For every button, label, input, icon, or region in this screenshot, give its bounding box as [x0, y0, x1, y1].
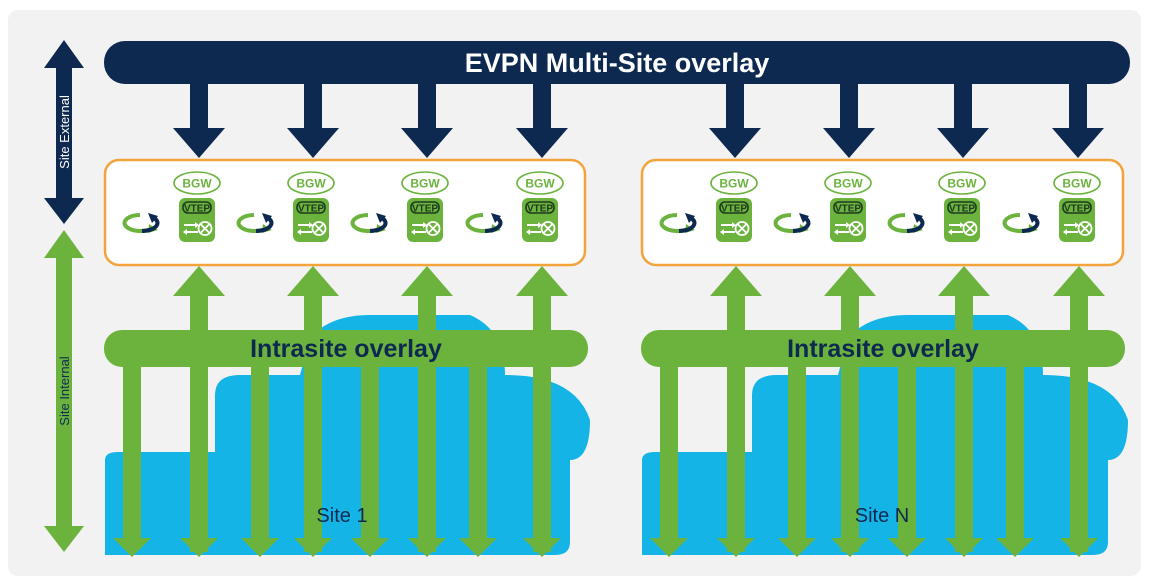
- green-down-arrow: [996, 345, 1034, 557]
- green-down-arrow: [351, 345, 389, 557]
- site-n-intrasite-bar: [641, 330, 1125, 367]
- site-1-intrasite-label: Intrasite overlay: [250, 335, 442, 363]
- overlay-down-arrows: [173, 82, 1104, 158]
- site-1-label: Site 1: [316, 505, 367, 527]
- bgw-label: BGW: [719, 177, 749, 191]
- bgw-label: BGW: [833, 177, 863, 191]
- border-gateway: BGW VTEP: [1002, 171, 1101, 243]
- bgw-badge: [1053, 171, 1101, 195]
- overlay-down-arrow: [937, 82, 989, 158]
- green-down-arrow: [888, 345, 926, 557]
- overlay-down-arrow: [823, 82, 875, 158]
- bgw-badge: [287, 171, 335, 195]
- vtep-label: VTEP: [412, 204, 438, 215]
- intrasite-arrows: [113, 266, 1105, 557]
- evpn-overlay-title: EVPN Multi-Site overlay: [465, 48, 770, 78]
- vtep-label: VTEP: [1064, 204, 1090, 215]
- overlay-down-arrow: [709, 82, 761, 158]
- bgw-label: BGW: [182, 177, 212, 191]
- vtep-label: VTEP: [184, 204, 210, 215]
- border-gateway: BGW VTEP: [350, 171, 449, 243]
- bgw-badge: [173, 171, 221, 195]
- site-n-label: Site N: [855, 505, 909, 527]
- site-external-label: Site External: [57, 95, 72, 169]
- evpn-overlay-bar: [104, 41, 1130, 84]
- green-down-arrow: [241, 345, 279, 557]
- site-internal-label: Site Internal: [57, 356, 72, 425]
- site-1-cloud: [105, 315, 590, 555]
- bgw-badge: [401, 171, 449, 195]
- border-gateway: BGW VTEP: [465, 171, 564, 243]
- vtep-label: VTEP: [949, 204, 975, 215]
- green-down-arrow: [459, 345, 497, 557]
- bgw-label: BGW: [525, 177, 555, 191]
- overlay-down-arrow: [173, 82, 225, 158]
- bgw-label: BGW: [410, 177, 440, 191]
- bgw-badge: [938, 171, 986, 195]
- bgw-badge: [710, 171, 758, 195]
- bgw-label: BGW: [1062, 177, 1092, 191]
- site-n-bgw-container: [640, 158, 1125, 267]
- vtep-label: VTEP: [527, 204, 553, 215]
- vtep-label: VTEP: [721, 204, 747, 215]
- overlay-down-arrow: [287, 82, 339, 158]
- overlay-down-arrow: [516, 82, 568, 158]
- vtep-label: VTEP: [298, 204, 324, 215]
- vtep-label: VTEP: [835, 204, 861, 215]
- border-gateway: BGW VTEP: [236, 171, 335, 243]
- border-gateway: BGW VTEP: [122, 171, 221, 243]
- site-n-intrasite-label: Intrasite overlay: [787, 335, 979, 363]
- site-1-intrasite-bar: [104, 330, 588, 367]
- bgw-label: BGW: [296, 177, 326, 191]
- bgw-badge: [824, 171, 872, 195]
- bgw-badge: [516, 171, 564, 195]
- border-gateway: BGW VTEP: [659, 171, 758, 243]
- border-gateway: BGW VTEP: [773, 171, 872, 243]
- green-down-arrow: [113, 345, 151, 557]
- bgw-label: BGW: [947, 177, 977, 191]
- site-1-bgw-container: [103, 158, 587, 267]
- overlay-down-arrow: [401, 82, 453, 158]
- overlay-down-arrow: [1052, 82, 1104, 158]
- green-down-arrow: [650, 345, 688, 557]
- border-gateways: BGW VTEP BGW VTEP BGW VTEP BGW VTEP BGW VTEP BGW VT…: [122, 171, 1101, 243]
- border-gateway: BGW VTEP: [887, 171, 986, 243]
- site-internal-arrow: [44, 230, 84, 552]
- site-external-arrow: [44, 40, 84, 224]
- green-down-arrow: [778, 345, 816, 557]
